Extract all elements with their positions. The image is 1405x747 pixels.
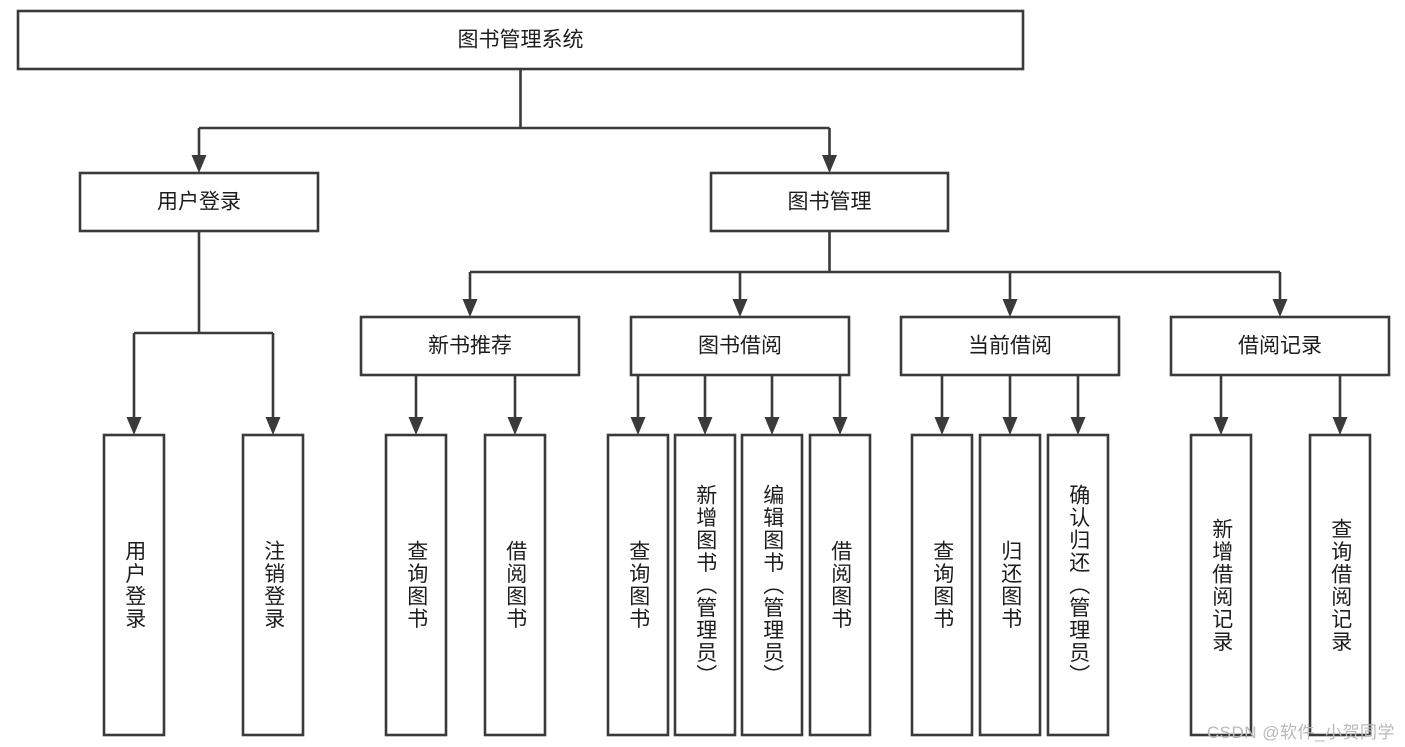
arrow-down-icon-leaf-5	[697, 417, 713, 435]
arrow-down-icon-level3-0	[462, 299, 478, 317]
node-label-level3-3: 借阅记录	[1238, 335, 1322, 358]
node-label-level3-2: 当前借阅	[968, 335, 1052, 358]
arrow-down-icon-leaf-2	[408, 417, 424, 435]
node-box-leaf-5	[673, 433, 737, 737]
node-box-leaf-1	[241, 433, 305, 737]
arrow-down-icon-level2-0	[191, 155, 207, 173]
arrow-down-icon-level3-1	[732, 299, 748, 317]
arrow-down-icon-leaf-11	[1213, 417, 1229, 435]
node-box-leaf-4	[606, 433, 670, 737]
node-box-leaf-12	[1308, 433, 1372, 737]
watermark: CSDN @软件_小贺同学	[1206, 723, 1395, 742]
node-box-leaf-10	[1046, 433, 1110, 737]
arrow-down-icon-leaf-1	[265, 417, 281, 435]
node-box-root	[16, 9, 1025, 71]
arrow-down-icon-level2-1	[822, 155, 837, 173]
node-box-level3-2	[899, 315, 1121, 377]
arrow-down-icon-leaf-0	[126, 417, 142, 435]
arrow-down-icon-leaf-12	[1332, 417, 1348, 435]
arrow-down-icon-leaf-8	[934, 417, 950, 435]
node-box-level3-1	[629, 315, 851, 377]
node-box-leaf-7	[808, 433, 872, 737]
node-box-leaf-11	[1189, 433, 1253, 737]
node-box-level2-0	[78, 171, 320, 233]
arrow-down-icon-level3-3	[1272, 299, 1288, 317]
arrow-down-icon-level3-2	[1002, 299, 1018, 317]
arrow-down-icon-leaf-3	[507, 417, 523, 435]
node-box-leaf-0	[102, 433, 166, 737]
node-label-level3-0: 新书推荐	[428, 335, 512, 358]
arrow-down-icon-leaf-4	[630, 417, 646, 435]
node-label-level2-1: 图书管理	[788, 191, 872, 214]
arrow-down-icon-leaf-9	[1002, 417, 1018, 435]
node-label-level3-1: 图书借阅	[698, 335, 782, 358]
connector-layer	[126, 69, 1348, 435]
arrow-down-icon-leaf-10	[1070, 417, 1086, 435]
node-label-level2-0: 用户登录	[157, 191, 241, 214]
node-box-level3-3	[1169, 315, 1391, 377]
arrow-down-icon-leaf-7	[832, 417, 848, 435]
node-box-level3-0	[359, 315, 581, 377]
node-box-leaf-9	[978, 433, 1042, 737]
box-layer	[16, 9, 1391, 737]
node-box-leaf-2	[384, 433, 448, 737]
node-box-leaf-8	[910, 433, 974, 737]
node-box-leaf-6	[740, 433, 804, 737]
arrow-down-icon-leaf-6	[764, 417, 780, 435]
node-box-level2-1	[709, 171, 950, 233]
node-label-root: 图书管理系统	[458, 29, 584, 52]
node-box-leaf-3	[483, 433, 547, 737]
